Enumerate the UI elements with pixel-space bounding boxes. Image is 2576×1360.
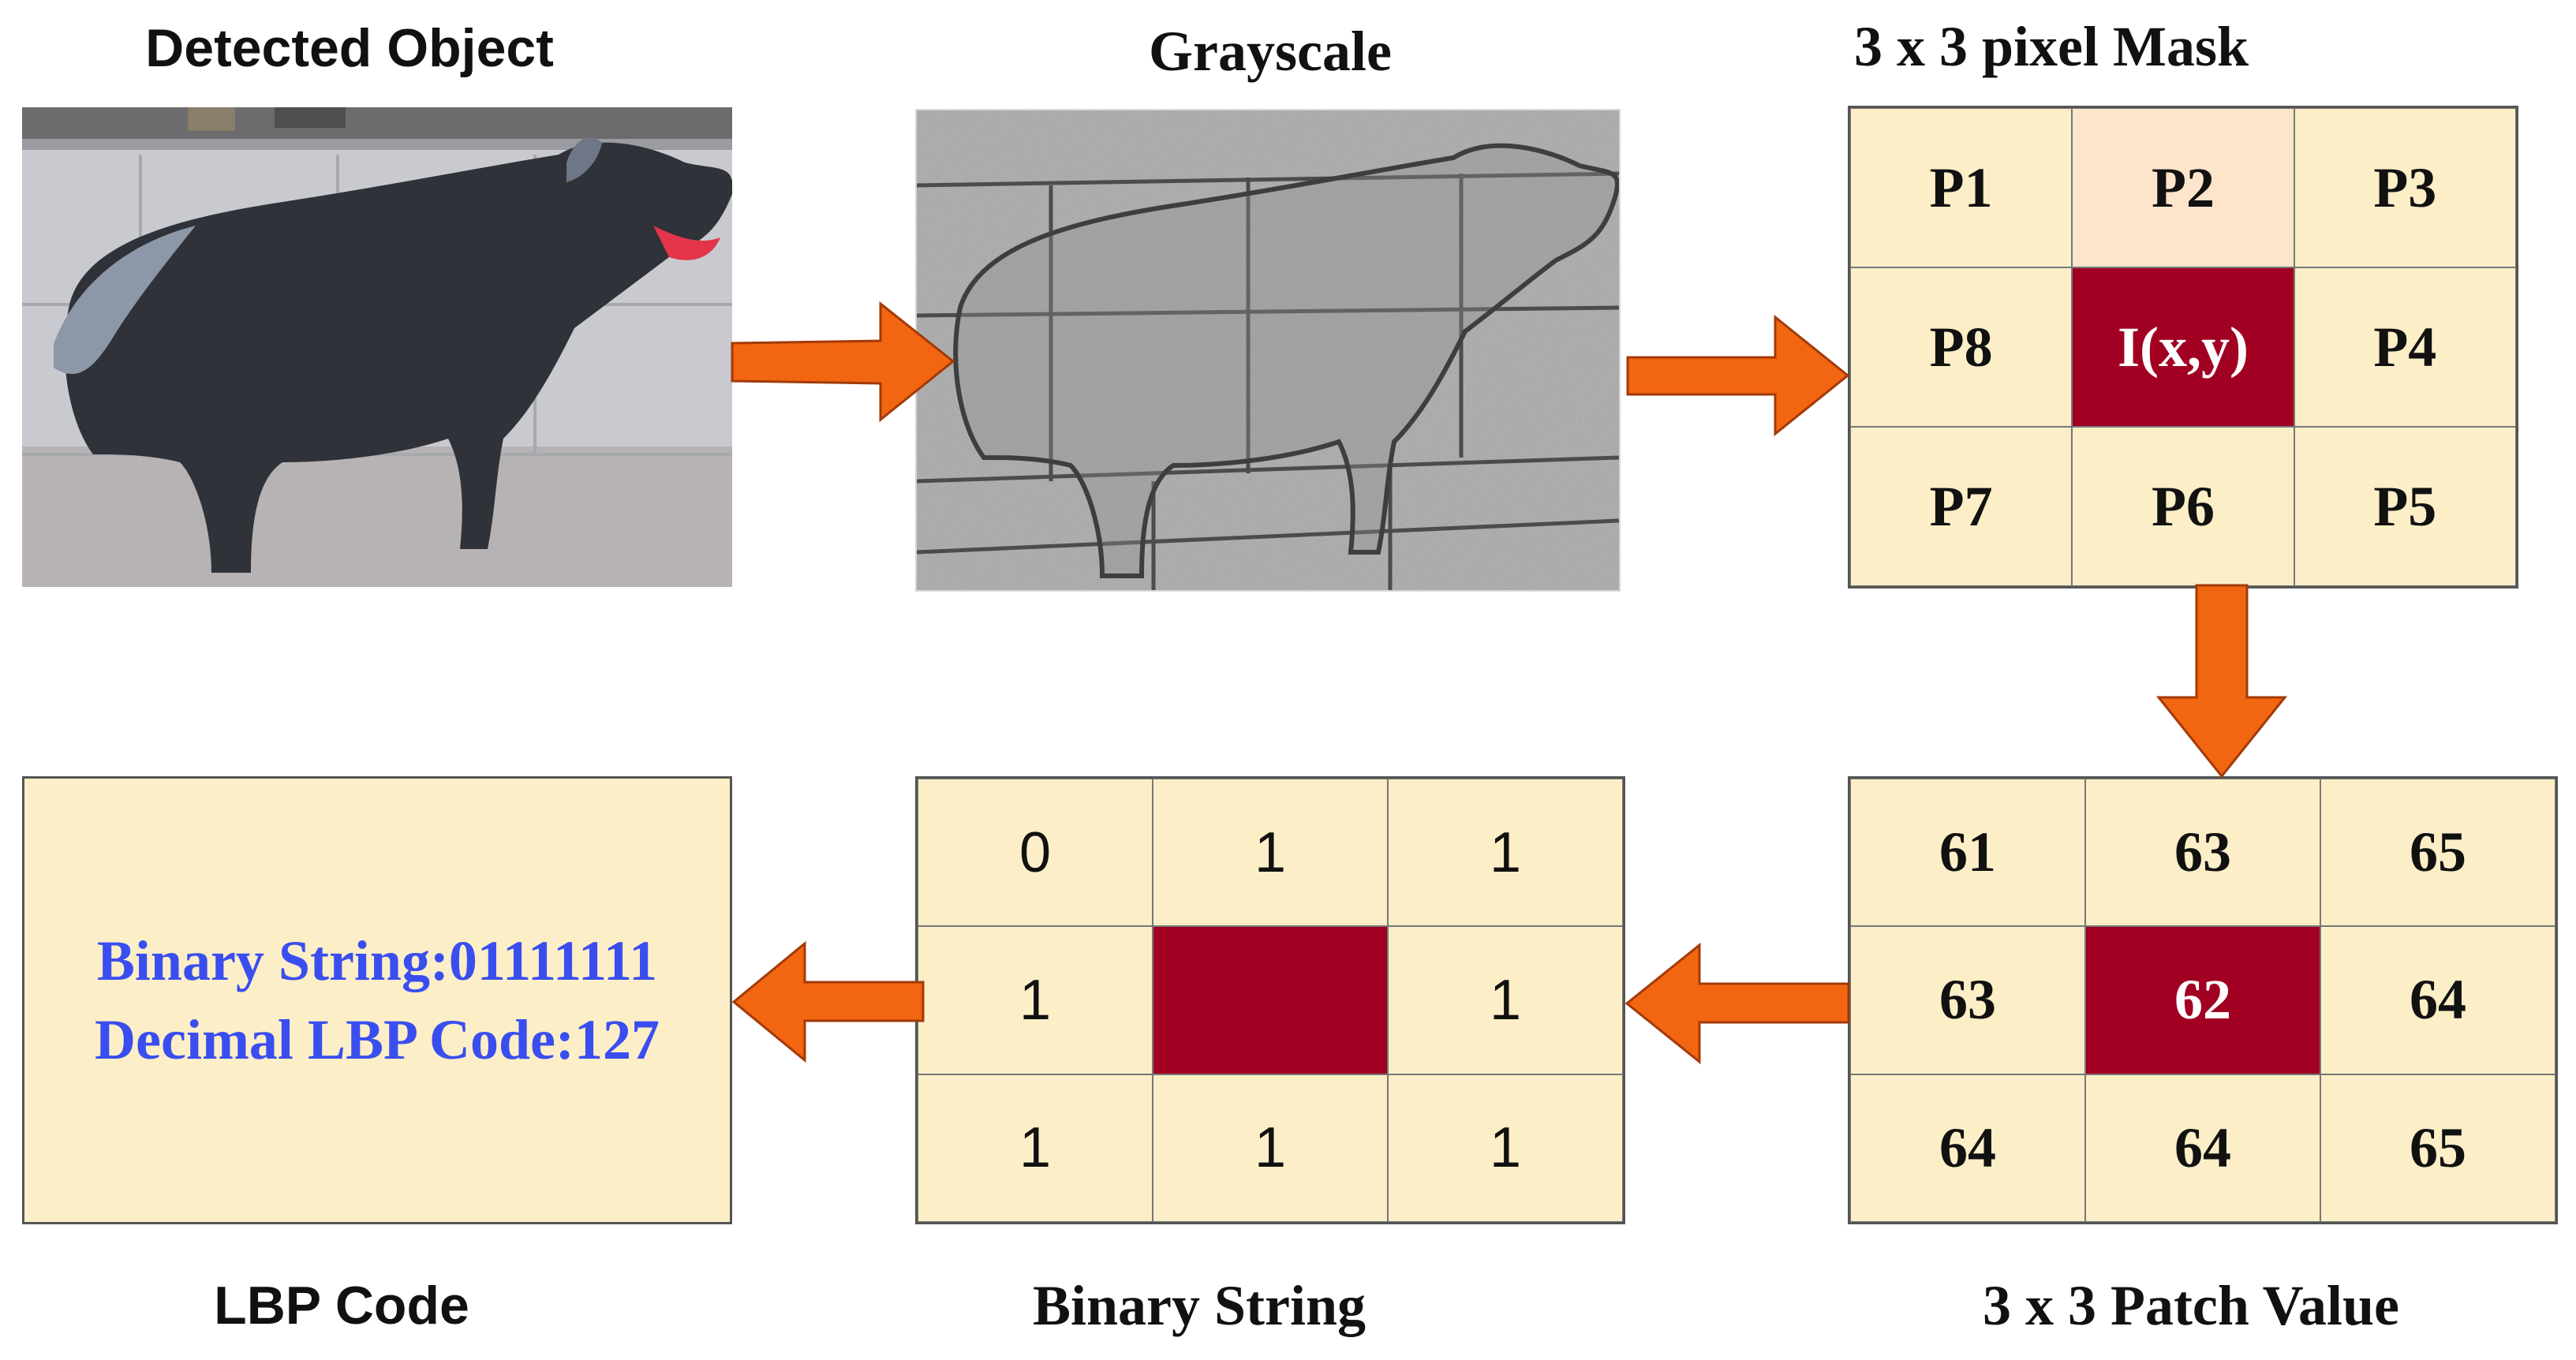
binary-cell: 1 — [1388, 779, 1623, 927]
title-pixel-mask: 3 x 3 pixel Mask — [1853, 15, 2249, 78]
mask-cell-p7: P7 — [1850, 427, 2073, 586]
patch-cell: 63 — [1850, 926, 2085, 1074]
patch-cell: 65 — [2320, 779, 2555, 927]
title-detected-object: Detected Object — [145, 18, 554, 78]
mask-cell-p6: P6 — [2072, 427, 2294, 586]
binary-cell: 1 — [1153, 1074, 1388, 1222]
title-grayscale: Grayscale — [1149, 20, 1392, 83]
lbp-code-box: Binary String:01111111 Decimal LBP Code:… — [22, 776, 732, 1224]
arrow-right-icon — [1626, 314, 1850, 437]
mask-cell-p5: P5 — [2294, 427, 2516, 586]
detected-object-image — [22, 107, 732, 587]
binary-cell: 1 — [918, 1074, 1153, 1222]
arrow-right-icon — [731, 301, 955, 423]
arrow-down-icon — [2155, 584, 2288, 779]
patch-value-grid: 61 63 65 63 62 64 64 64 65 — [1848, 776, 2558, 1224]
patch-cell: 64 — [2085, 1074, 2320, 1222]
mask-cell-p3: P3 — [2294, 108, 2516, 267]
title-lbp-code: LBP Code — [214, 1276, 469, 1336]
patch-cell: 64 — [2320, 926, 2555, 1074]
binary-cell: 1 — [1388, 1074, 1623, 1222]
mask-cell-p1: P1 — [1850, 108, 2073, 267]
mask-cell-p8: P8 — [1850, 267, 2073, 427]
patch-cell: 64 — [1850, 1074, 2085, 1222]
mask-cell-p4: P4 — [2294, 267, 2516, 427]
arrow-left-icon — [1624, 942, 1850, 1065]
binary-cell: 1 — [1388, 926, 1623, 1074]
grayscale-illustration — [917, 110, 1619, 590]
binary-cell-center — [1153, 926, 1388, 1074]
arrow-left-icon — [731, 940, 925, 1063]
patch-cell: 61 — [1850, 779, 2085, 927]
pixel-mask-grid: P1 P2 P3 P8 I(x,y) P4 P7 P6 P5 — [1848, 106, 2518, 588]
binary-cell: 1 — [918, 926, 1153, 1074]
mask-cell-center: I(x,y) — [2072, 267, 2294, 427]
patch-cell: 65 — [2320, 1074, 2555, 1222]
patch-cell: 63 — [2085, 779, 2320, 927]
binary-cell: 1 — [1153, 779, 1388, 927]
binary-cell: 0 — [918, 779, 1153, 927]
patch-cell-center: 62 — [2085, 926, 2320, 1074]
lbp-decimal-line: Decimal LBP Code:127 — [95, 1008, 660, 1071]
mask-cell-p2: P2 — [2072, 108, 2294, 267]
title-binary-string: Binary String — [1032, 1274, 1367, 1337]
grayscale-image — [915, 109, 1621, 592]
binary-string-grid: 0 1 1 1 1 1 1 1 — [915, 776, 1625, 1224]
lbp-binary-line: Binary String:01111111 — [96, 929, 658, 992]
boar-photo-illustration — [22, 107, 732, 587]
title-patch-value: 3 x 3 Patch Value — [1982, 1274, 2400, 1337]
